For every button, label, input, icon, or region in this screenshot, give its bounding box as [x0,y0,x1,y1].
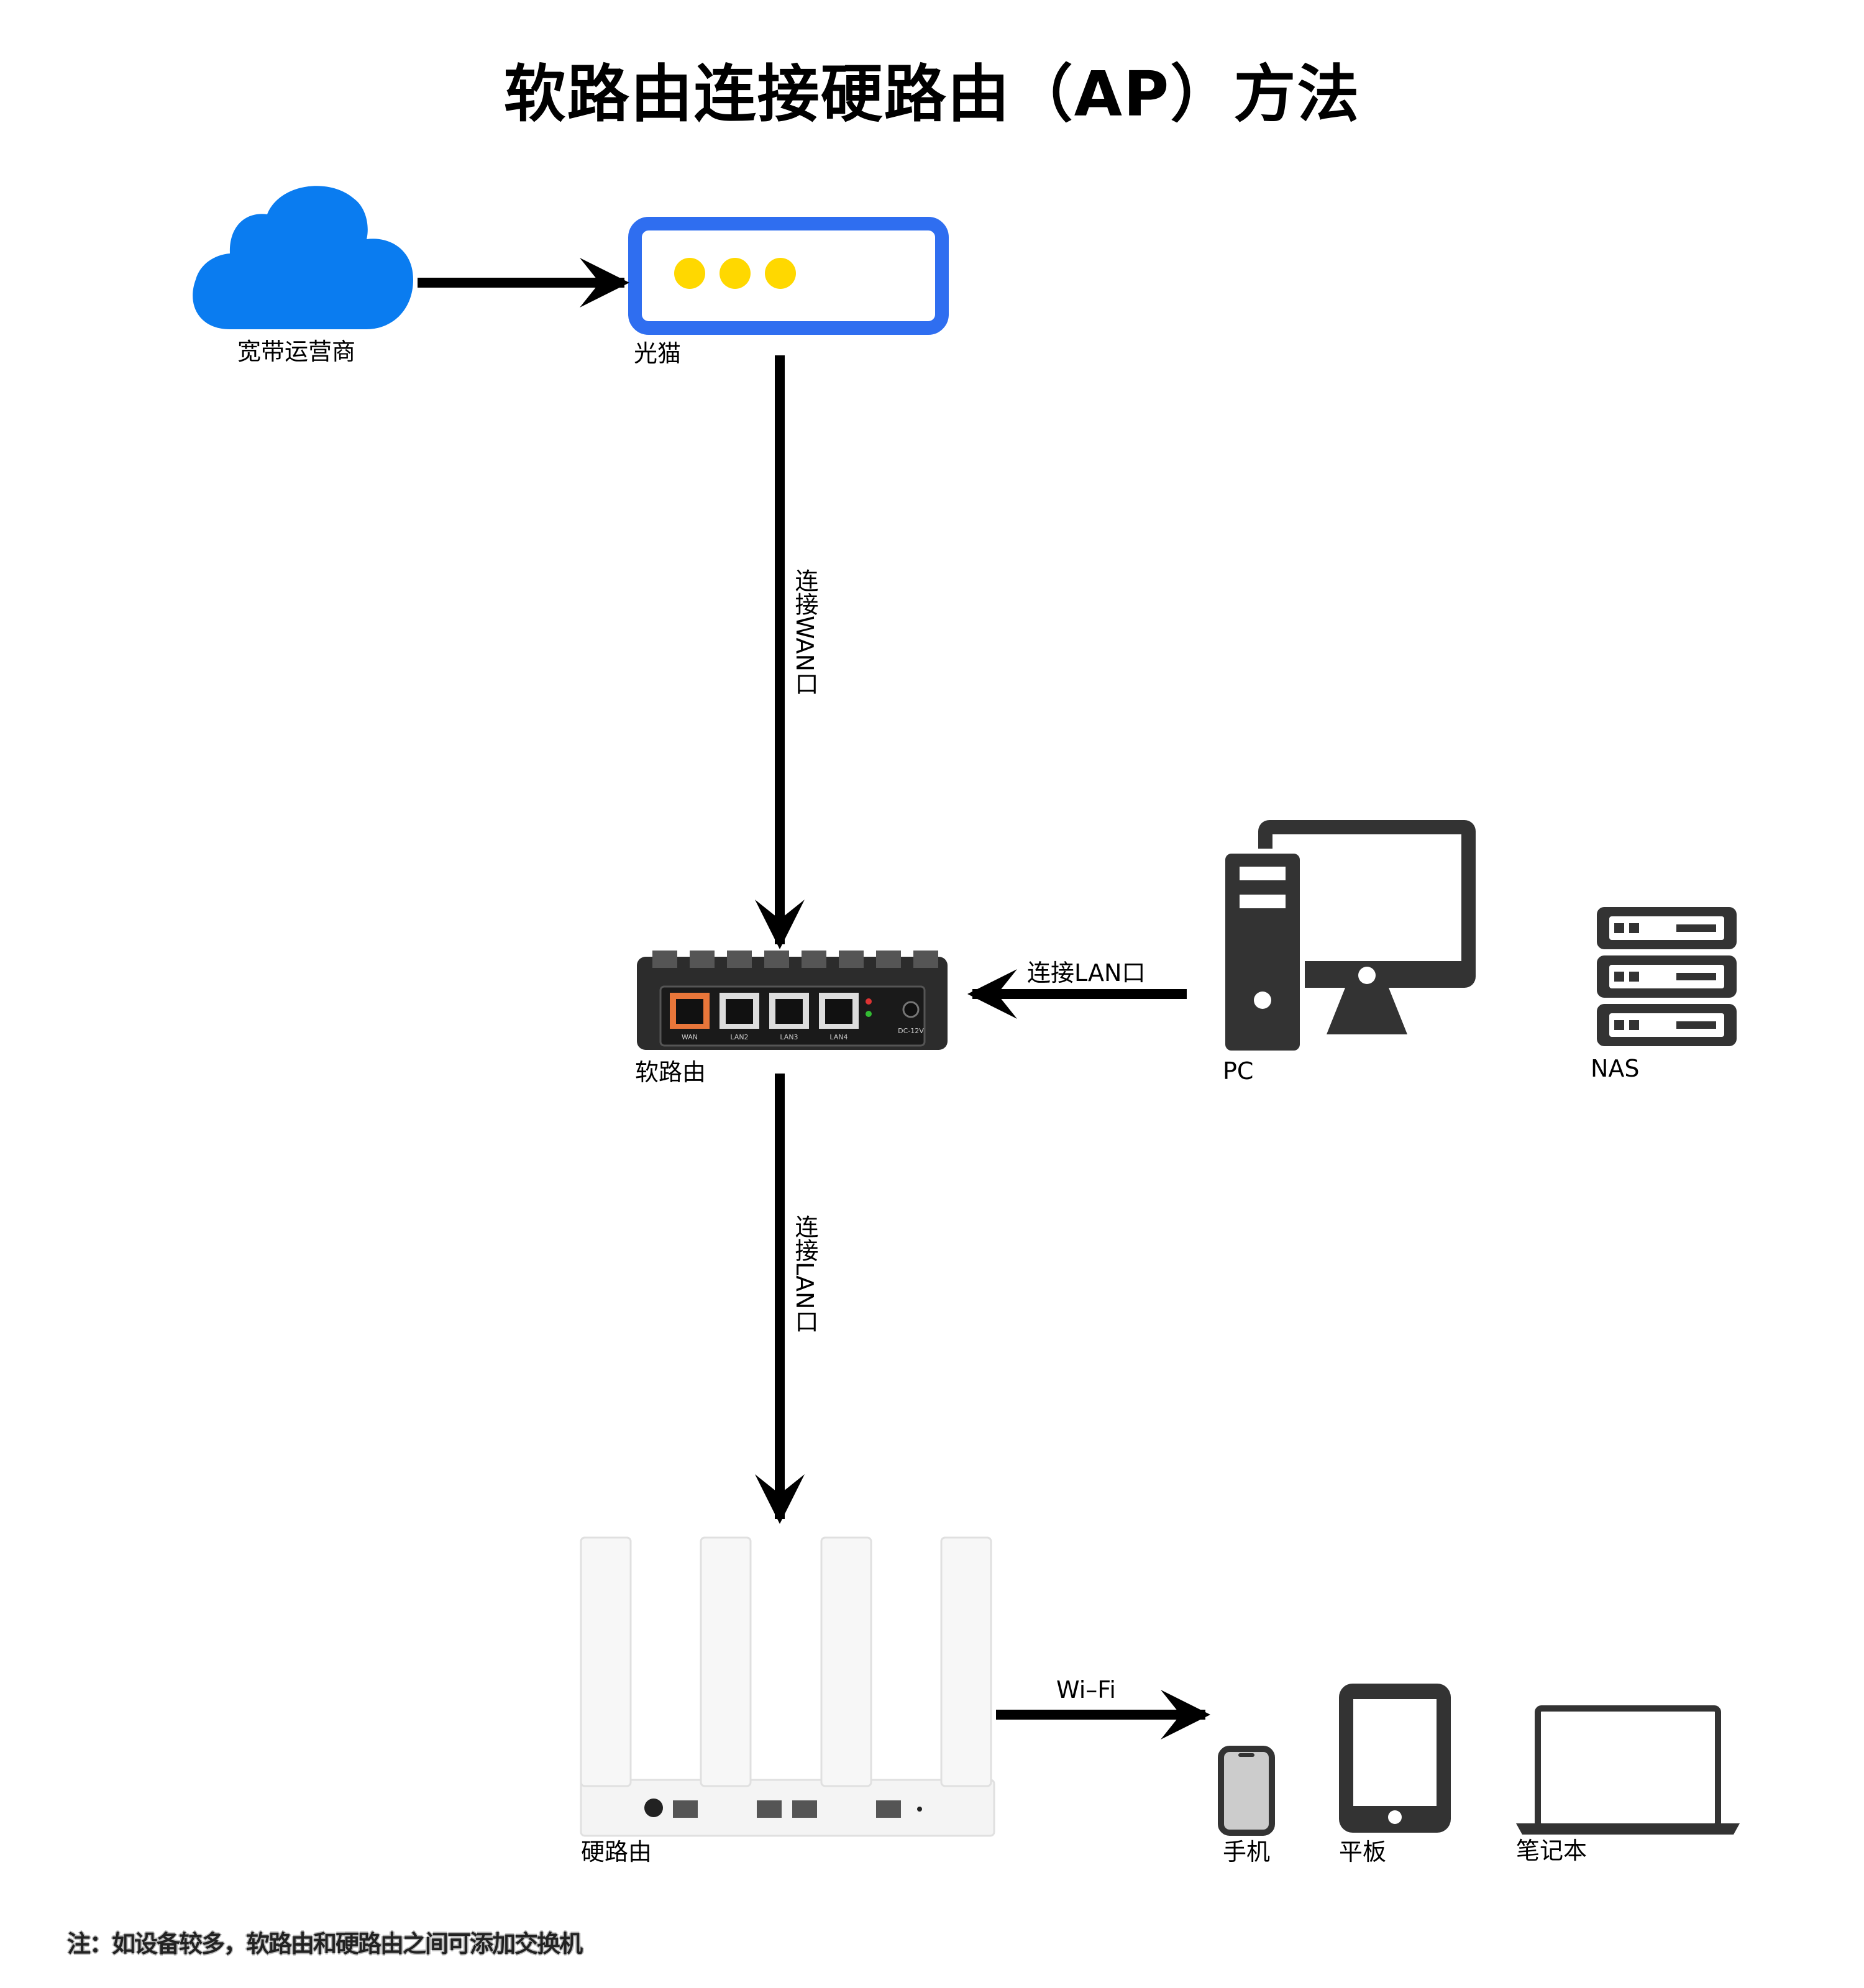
pc-icon [1220,820,1476,1056]
svg-text:LAN2: LAN2 [730,1033,748,1041]
nas-label: NAS [1591,1055,1640,1082]
phone-label: 手机 [1223,1838,1271,1866]
svg-text:WAN: WAN [682,1033,698,1041]
svg-text:LAN3: LAN3 [780,1033,798,1041]
modem-led [765,258,796,289]
hard-router-label: 硬路由 [581,1838,652,1866]
antenna [580,1536,632,1787]
cloud-icon [193,186,413,329]
soft-router-label: 软路由 [635,1059,706,1086]
tablet-icon [1339,1684,1451,1833]
soft-router-icon: WAN LAN2 LAN3 LAN4 DC-12V [637,951,948,1050]
hard-router-icon [580,1536,995,1837]
svg-text:LAN4: LAN4 [829,1033,847,1041]
pc-label: PC [1223,1057,1254,1085]
edge-label-wan: 连接WAN口 [791,568,818,695]
antenna [820,1536,872,1787]
antenna [940,1536,992,1787]
modem-led [674,258,705,289]
nas-icon [1597,907,1737,1046]
laptop-icon [1516,1705,1740,1835]
laptop-label: 笔记本 [1516,1837,1588,1864]
page-title: 软路由连接硬路由（AP）方法 [503,58,1361,130]
modem-icon [628,217,949,335]
footnote: 注：如设备较多，软路由和硬路由之间可添加交换机 [67,1930,583,1958]
edge-label-hard-lan: 连接LAN口 [791,1215,818,1333]
power-jack [902,1001,920,1018]
tablet-label: 平板 [1339,1838,1387,1866]
isp-label: 宽带运营商 [237,338,356,365]
phone-icon [1218,1746,1275,1836]
edge-label-pc-lan: 连接LAN口 [1027,959,1146,987]
antenna [700,1536,752,1787]
modem-led [720,258,751,289]
svg-text:DC-12V: DC-12V [898,1027,924,1035]
edge-label-wifi: Wi–Fi [1056,1676,1116,1703]
modem-label: 光猫 [634,340,682,367]
